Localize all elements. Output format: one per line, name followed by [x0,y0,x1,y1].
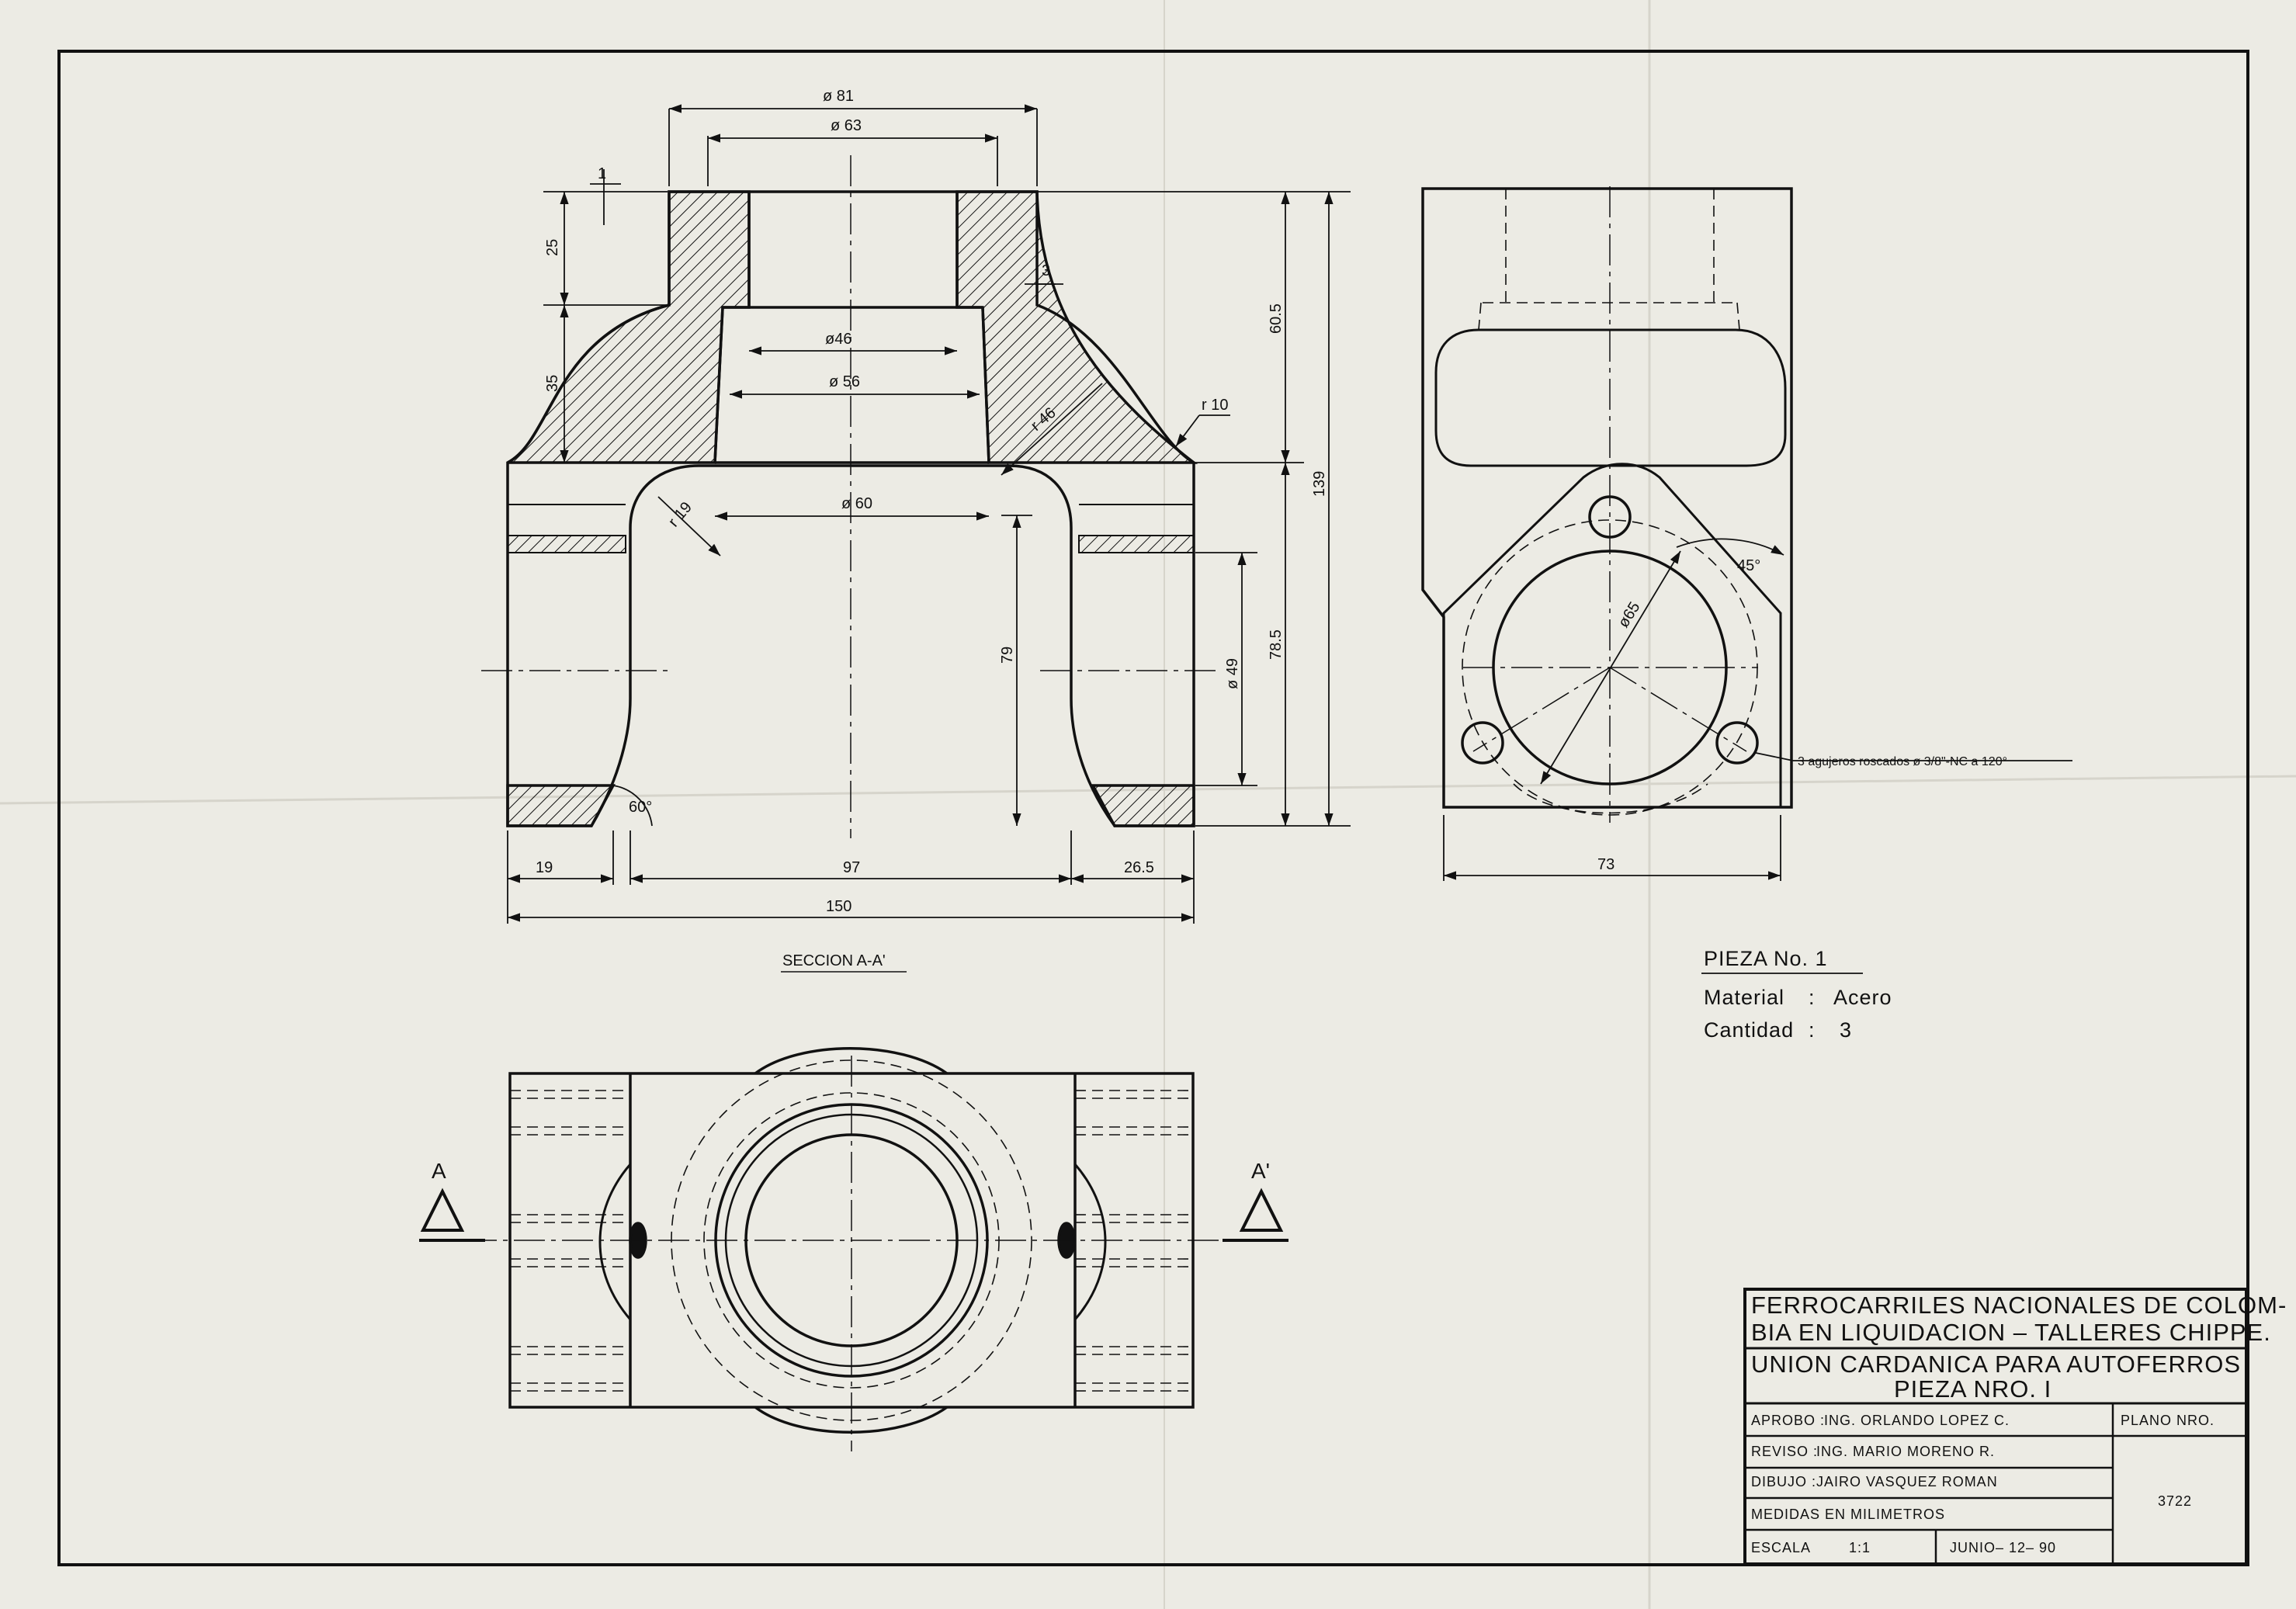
dim-dia-60: ø 60 [841,495,872,512]
dim-r-10: r 10 [1202,397,1228,414]
drawn-value: JAIRO VASQUEZ ROMAN [1816,1474,1998,1489]
drawn-label: DIBUJO : [1751,1474,1816,1489]
dim-angle-60: 60° [629,799,652,816]
label-a: A [432,1159,446,1183]
plan-label: PLANO NRO. [2121,1413,2214,1428]
dim-26-5: 26.5 [1124,859,1154,876]
quantity-value: 3 [1840,1018,1852,1042]
side-view-dimensions [1443,538,2072,881]
reviewed-value: ING. MARIO MORENO R. [1816,1444,1995,1459]
hatched-band-left [507,535,626,553]
dim-60-5: 60.5 [1268,303,1285,334]
hole-note: 3 agujeros roscados ø 3/8"-NC a 120° [1798,755,2007,768]
label-a-prime: A' [1251,1159,1270,1183]
dim-78-5: 78.5 [1268,629,1285,660]
title-block [1743,1288,2248,1566]
dim-19: 19 [536,859,553,876]
part-line-2: PIEZA NRO. I [1894,1375,2051,1403]
dim-25: 25 [544,239,561,256]
dim-dia-56: ø 56 [829,373,860,390]
side-view-dim-text: ø65 45° 3 agujeros roscados ø 3/8"-NC a … [1597,557,2007,873]
side-upper-block [1434,328,1787,467]
dim-dia-49: ø 49 [1224,658,1241,689]
scale-value: 1:1 [1849,1540,1871,1555]
title-block-text: FERROCARRILES NACIONALES DE COLOM- BIA E… [1751,1292,2287,1555]
dim-dia-81: ø 81 [823,88,854,105]
dim-dia-46: ø46 [825,331,851,348]
dim-dia-63: ø 63 [831,117,862,134]
reviewed-label: REVISO : [1751,1444,1818,1459]
org-line-2: BIA EN LIQUIDACION – TALLERES CHIPPE. [1751,1319,2271,1346]
hatched-foot-left [506,784,616,827]
front-outline [506,190,1195,827]
material-label: Material [1704,986,1784,1009]
approved-value: ING. ORLANDO LOPEZ C. [1824,1413,2010,1428]
plan-number: 3722 [2158,1493,2192,1509]
dim-dia-65: ø65 [1615,599,1644,631]
part-info: PIEZA No. 1 Material : Acero Cantidad : … [1701,947,1892,1042]
hatched-band-right [1078,535,1195,553]
dim-150: 150 [826,898,851,915]
dim-3: 3 [1042,262,1050,279]
dim-73: 73 [1597,856,1614,873]
dim-79: 79 [999,647,1016,664]
dim-r-19: r 19 [665,499,695,531]
side-hole-left [1461,721,1504,765]
date-text: JUNIO– 12– 90 [1950,1540,2056,1555]
side-hole-right [1715,721,1759,765]
sheet-border [57,50,2249,1566]
quantity-label: Cantidad [1704,1018,1794,1042]
units-text: MEDIDAS EN MILIMETROS [1751,1507,1945,1522]
approved-label: APROBO : [1751,1413,1825,1428]
dim-1: 1 [598,165,606,182]
scale-label: ESCALA [1751,1540,1811,1555]
section-marker-a [420,1188,465,1232]
top-view [419,1047,1288,1451]
hatched-foot-right [1091,784,1195,827]
front-view-dim-text: ø 81 ø 63 ø46 ø 56 ø 60 1 25 35 3 60.5 1… [536,88,1328,969]
side-flange [1442,463,1782,809]
dim-angle-45: 45° [1737,557,1760,574]
part-line-1: UNION CARDANICA PARA AUTOFERROS [1751,1351,2241,1378]
section-caption: SECCION A-A' [782,952,886,969]
side-view [1421,186,1793,823]
material-value: Acero [1833,986,1892,1009]
dim-139: 139 [1311,471,1328,497]
svg-text::: : [1809,1018,1816,1042]
svg-text::: : [1809,986,1816,1009]
dim-97: 97 [843,859,860,876]
hatched-upper-left [507,190,751,464]
dim-35: 35 [544,375,561,392]
org-line-1: FERROCARRILES NACIONALES DE COLOM- [1751,1292,2287,1319]
section-marker-a-prime [1239,1188,1284,1232]
part-title: PIEZA No. 1 [1704,947,1828,970]
front-view-dimensions [507,104,1351,924]
